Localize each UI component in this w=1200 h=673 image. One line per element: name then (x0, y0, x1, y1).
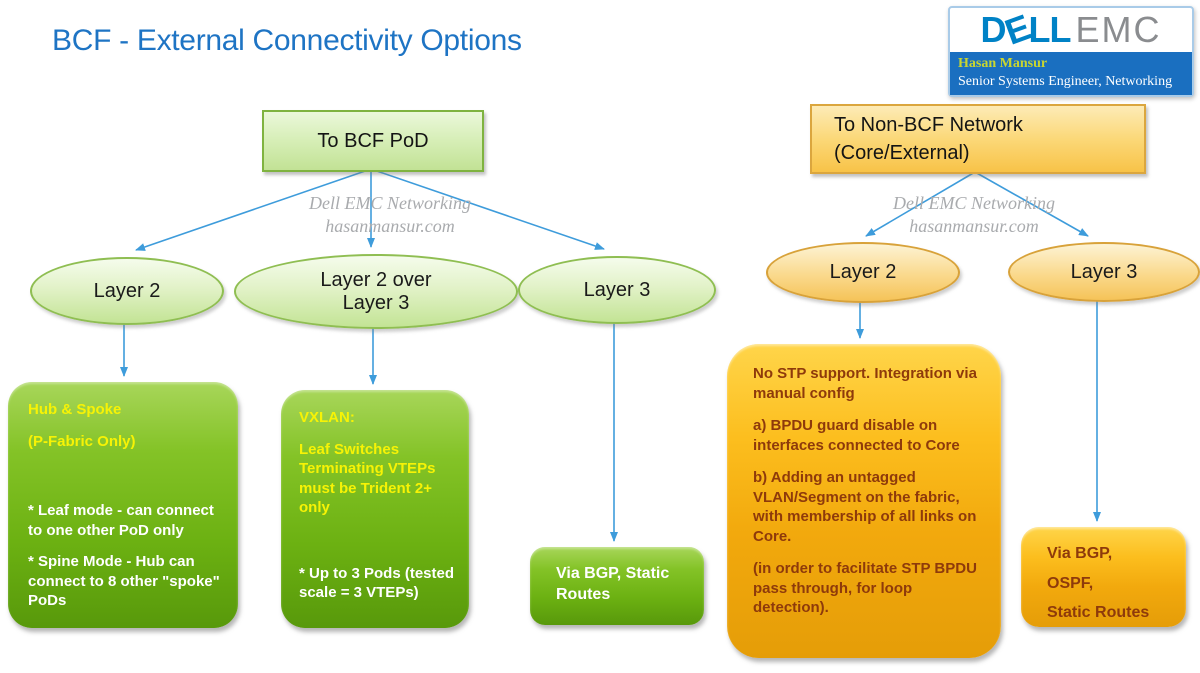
detail-box-bgp-ospf-static: Via BGP, OSPF, Static Routes (1021, 527, 1186, 627)
detail-paragraph: (in order to facilitate STP BPDU pass th… (753, 560, 977, 616)
detail-heading: Hub & Spoke (28, 401, 122, 418)
detail-point: * Up to 3 Pods (tested scale = 3 VTEPs) (299, 564, 455, 602)
watermark-line1: Dell EMC Networking (309, 193, 471, 213)
detail-line: Static Routes (1047, 604, 1150, 622)
detail-paragraph: No STP support. Integration via manual c… (753, 365, 977, 402)
node-label: Layer 3 (1070, 260, 1138, 283)
detail-point: * Spine Mode - Hub can connect to 8 othe… (28, 553, 220, 609)
detail-line: OSPF, (1047, 574, 1094, 592)
watermark-line2: hasanmansur.com (909, 216, 1039, 237)
detail-heading: VXLAN: (299, 409, 355, 426)
node-label: Layer 2 over Layer 3 (320, 268, 432, 314)
watermark-right: Dell EMC Networking hasanmansur.com (862, 192, 1086, 239)
node-label: Layer 3 (583, 278, 651, 301)
node-label: Layer 2 (93, 279, 161, 302)
detail-paragraph: b) Adding an untagged VLAN/Segment on th… (753, 469, 977, 545)
detail-paragraph: a) BPDU guard disable on interfaces conn… (753, 417, 960, 454)
dell-emc-wordmark: DELL EMC (950, 6, 1192, 53)
detail-subheading: Leaf Switches Terminating VTEPs must be … (299, 440, 436, 517)
detail-box-bgp-static: Via BGP, Static Routes (530, 547, 704, 625)
detail-box-vxlan: VXLAN: Leaf Switches Terminating VTEPs m… (281, 390, 469, 628)
node-label: To Non-BCF Network (Core/External) (834, 114, 1023, 164)
emc-wordmark: EMC (1075, 9, 1162, 50)
detail-text: Via BGP, Static Routes (556, 565, 670, 603)
detail-box-hub-and-spoke: Hub & Spoke (P-Fabric Only) * Leaf mode … (8, 382, 238, 628)
detail-line: Via BGP, (1047, 545, 1113, 562)
dell-wordmark: DELL (980, 6, 1072, 53)
node-label: To BCF PoD (317, 129, 429, 152)
dell-emc-logo: DELL EMC Hasan Mansur Senior Systems Eng… (948, 6, 1194, 97)
node-label: Layer 2 (829, 261, 897, 283)
detail-box-no-stp: No STP support. Integration via manual c… (727, 344, 1001, 658)
page-title: BCF - External Connectivity Options (52, 24, 522, 57)
node-to-non-bcf-network: To Non-BCF Network (Core/External) (810, 104, 1146, 174)
detail-subheading: (P-Fabric Only) (28, 432, 136, 450)
watermark-line2: hasanmansur.com (325, 216, 455, 237)
node-bcf-layer2: Layer 2 (30, 257, 224, 325)
node-nonbcf-layer2: Layer 2 (766, 242, 960, 303)
detail-point: * Leaf mode - can connect to one other P… (28, 502, 214, 539)
node-nonbcf-layer3: Layer 3 (1008, 242, 1200, 302)
author-role: Senior Systems Engineer, Networking (958, 73, 1173, 89)
watermark-left: Dell EMC Networking hasanmansur.com (278, 192, 502, 239)
node-to-bcf-pod: To BCF PoD (262, 110, 484, 172)
author-name: Hasan Mansur (958, 56, 1048, 71)
node-bcf-layer2-over-layer3: Layer 2 over Layer 3 (234, 254, 518, 329)
node-bcf-layer3: Layer 3 (518, 256, 716, 324)
watermark-line1: Dell EMC Networking (893, 193, 1055, 213)
logo-caption-bar: Hasan Mansur Senior Systems Engineer, Ne… (950, 52, 1192, 95)
